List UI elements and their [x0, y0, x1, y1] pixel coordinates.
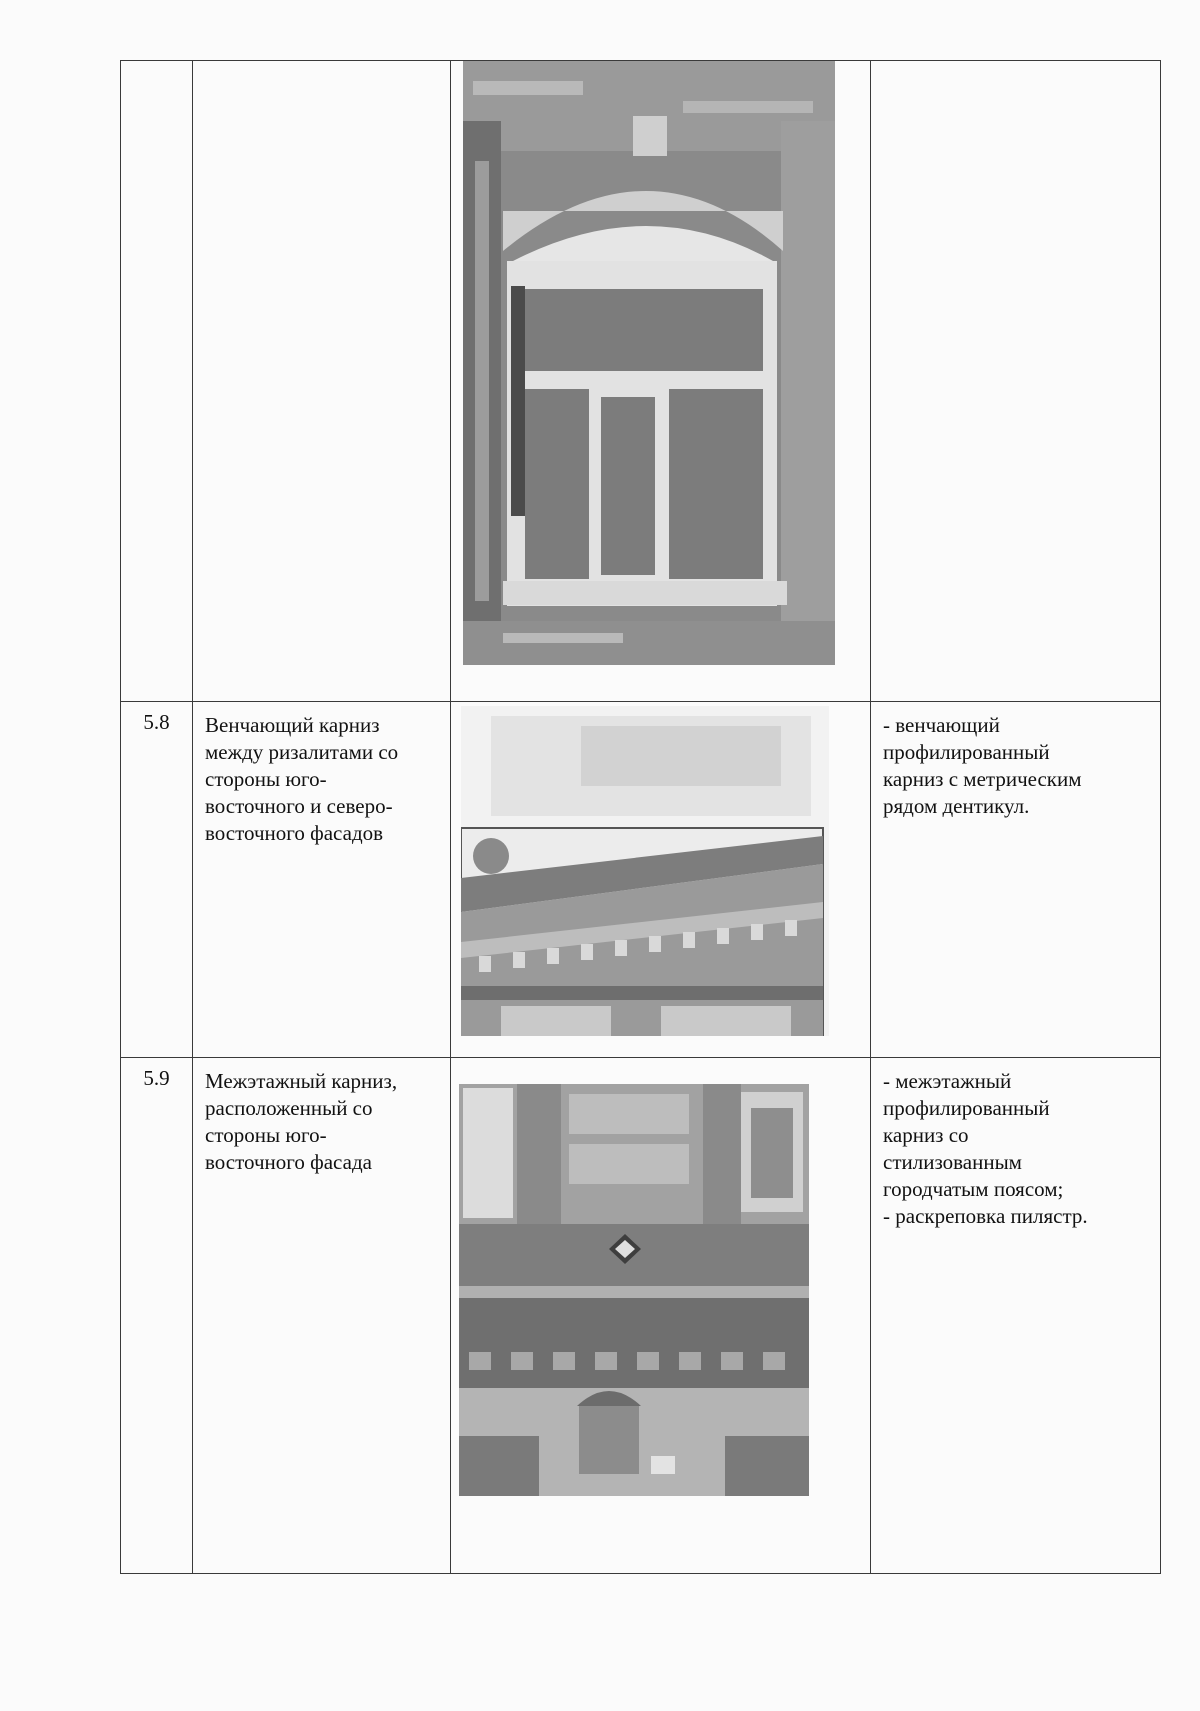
table-row [120, 60, 1161, 702]
description-cell [870, 60, 1161, 702]
photo-cell [450, 1057, 871, 1574]
element-name-cell: Межэтажный карниз, расположенный со стор… [192, 1057, 451, 1574]
description-line: стилизованным [883, 1150, 1022, 1174]
element-name-line: Венчающий карниз [205, 713, 380, 737]
description-line: профилированный [883, 1096, 1050, 1120]
element-name-line: стороны юго- [205, 1123, 327, 1147]
interfloor-cornice-photo-icon [459, 1084, 809, 1496]
description-line: - межэтажный [883, 1069, 1012, 1093]
window-photo-icon [463, 61, 835, 665]
row-number-cell [120, 60, 193, 702]
element-name-line: расположенный со [205, 1096, 373, 1120]
description-line: - венчающий [883, 713, 1000, 737]
photo-cell [450, 60, 871, 702]
element-name-cell [192, 60, 451, 702]
element-name-line: восточного фасада [205, 1150, 372, 1174]
cornice-photo-icon [461, 706, 829, 1036]
photo-cell [450, 701, 871, 1058]
element-name-line: стороны юго- [205, 767, 327, 791]
description-line: карниз со [883, 1123, 969, 1147]
row-number: 5.9 [143, 1066, 170, 1090]
description-line: рядом дентикул. [883, 794, 1030, 818]
description-line: городчатым поясом; [883, 1177, 1064, 1201]
row-number-cell: 5.9 [120, 1057, 193, 1574]
description-line: - раскреповка пилястр. [883, 1204, 1088, 1228]
monument-elements-table: 5.8 Венчающий карниз между ризалитами со… [120, 60, 1161, 1574]
description-line: карниз с метрическим [883, 767, 1082, 791]
element-name-line: Межэтажный карниз, [205, 1069, 398, 1093]
table-row: 5.9 Межэтажный карниз, расположенный со … [120, 1057, 1161, 1574]
table-row: 5.8 Венчающий карниз между ризалитами со… [120, 701, 1161, 1058]
element-name-line: между ризалитами со [205, 740, 399, 764]
description-cell: - межэтажный профилированный карниз со с… [870, 1057, 1161, 1574]
row-number: 5.8 [143, 710, 170, 734]
element-name-cell: Венчающий карниз между ризалитами со сто… [192, 701, 451, 1058]
description-cell: - венчающий профилированный карниз с мет… [870, 701, 1161, 1058]
element-name-line: восточного и северо- [205, 794, 393, 818]
element-name-line: восточного фасадов [205, 821, 384, 845]
row-number-cell: 5.8 [120, 701, 193, 1058]
description-line: профилированный [883, 740, 1050, 764]
